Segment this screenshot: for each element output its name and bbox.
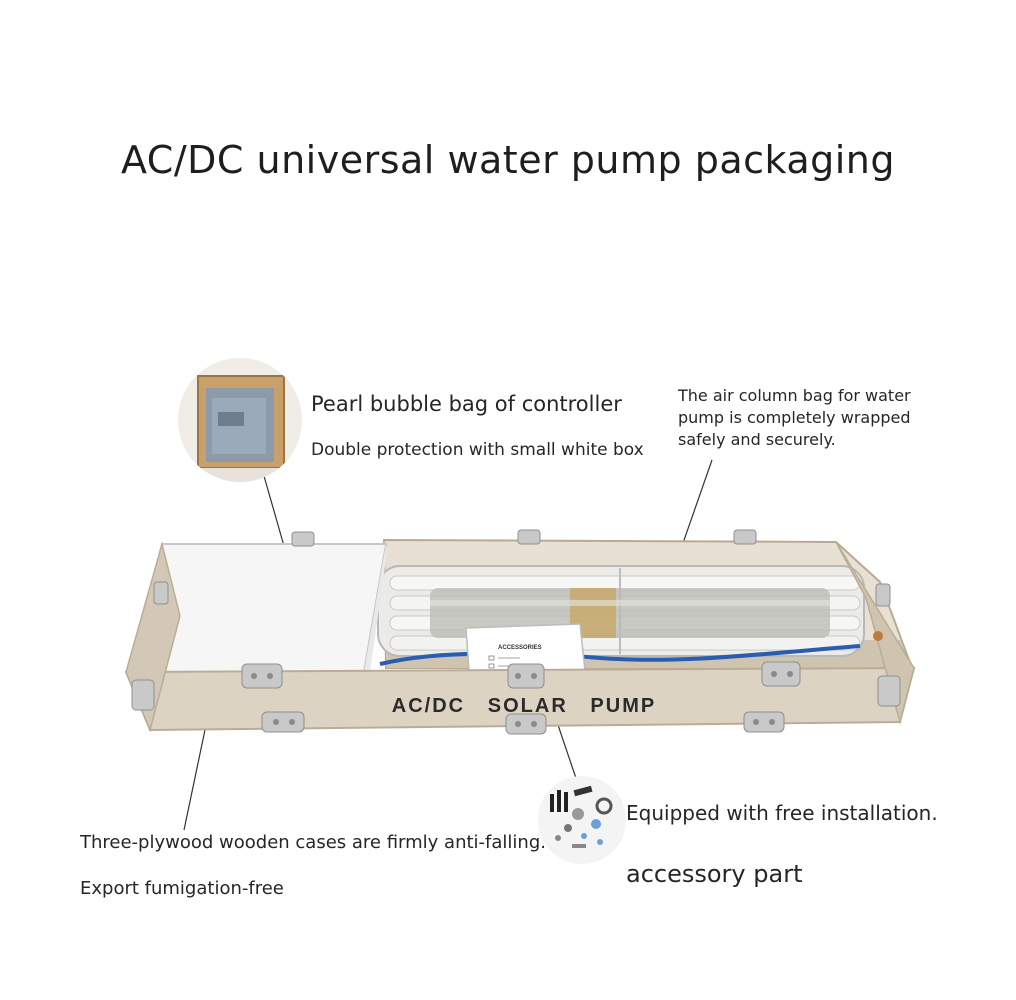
accessory-thumbnail [538,776,626,864]
controller-callout-line1: Pearl bubble bag of controller [311,392,622,416]
controller-callout-line2: Double protection with small white box [311,440,644,460]
wooden-case-callout-line1: Three-plywood wooden cases are firmly an… [80,832,546,853]
accessories-card-heading: ACCESSORIES [498,645,542,651]
controller-photo [178,358,302,482]
page-title: AC/DC universal water pump packaging [120,138,896,182]
accessory-photo [538,776,626,864]
accessory-callout-line1: Equipped with free installation. [626,801,938,825]
accessory-callout-line2: accessory part [626,860,803,888]
air-column-callout-line2: pump is completely wrapped [678,408,911,427]
clip-bolts [251,671,793,727]
air-column-callout-line3: safely and securely. [678,430,836,449]
controller-thumbnail [178,358,302,482]
blue-cable [379,644,861,666]
controller-leader-line [263,475,285,547]
air-column-callout-line1: The air column bag for water [678,386,911,405]
copper-fitting [873,631,883,641]
crate-label: AC/DC SOLAR PUMP [392,695,656,717]
wooden-case-callout-line2: Export fumigation-free [80,878,284,899]
metal-clips [131,529,901,735]
